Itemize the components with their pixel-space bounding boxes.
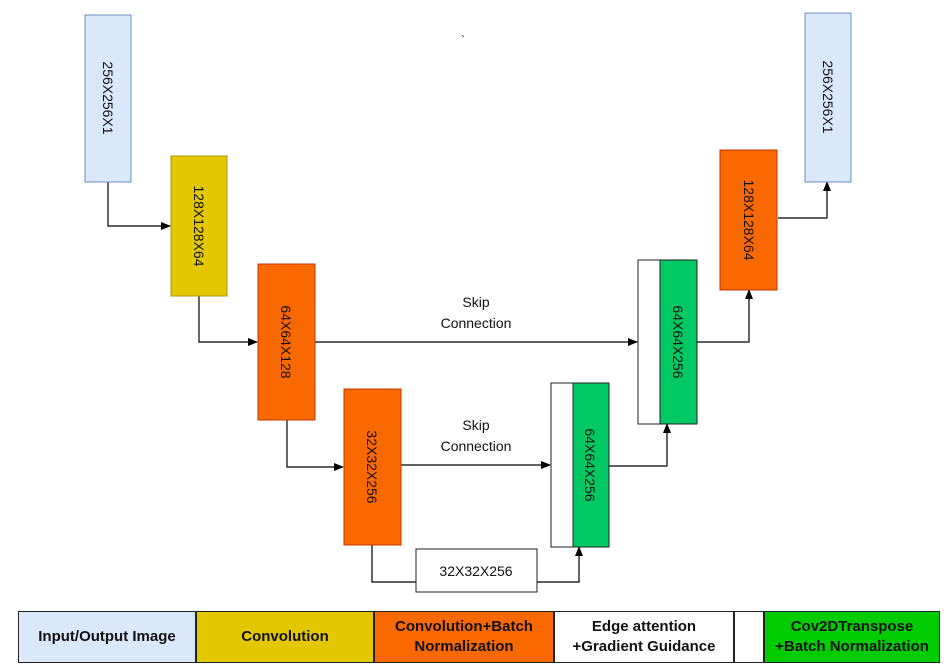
arrow-dec3-to-output <box>778 181 831 219</box>
unet-diagram: ` 256X256X1 128X128X64 64X64X128 32X32X2… <box>84 12 852 593</box>
legend-spacer <box>734 611 764 663</box>
input-block: 256X256X1 <box>84 14 132 183</box>
legend-io: Input/Output Image <box>18 611 196 663</box>
legend-edge-line2: +Gradient Guidance <box>572 638 716 655</box>
conv2-block: 64X64X128 <box>257 263 316 421</box>
conv1-block: 128X128X64 <box>170 155 228 297</box>
legend-edge: Edge attention +Gradient Guidance <box>554 611 734 663</box>
arrow-bottleneck-to-dec1 <box>537 546 583 583</box>
legend-conv: Convolution <box>196 611 374 663</box>
stray-mark: ` <box>461 33 465 47</box>
arrow-dec2-to-dec3 <box>697 289 753 343</box>
legend-deconv: Cov2DTranspose +Batch Normalization <box>764 611 940 663</box>
dec1-block-label: 64X64X256 <box>582 428 598 501</box>
legend-edge-line1: Edge attention <box>591 618 697 635</box>
arrow-conv3-to-bottleneck <box>371 545 416 583</box>
conv2-block-label: 64X64X128 <box>278 305 294 378</box>
dec2-block: 64X64X256 <box>637 259 698 425</box>
arrow-conv1-to-conv2 <box>198 296 258 346</box>
skip-label-lower-line2: Connection <box>441 438 512 454</box>
legend-convbn-line1: Convolution+Batch <box>395 618 533 635</box>
conv3-block-label: 32X32X256 <box>364 430 380 503</box>
bottleneck-block-label: 32X32X256 <box>439 563 512 579</box>
legend-conv-label: Convolution <box>241 628 329 645</box>
legend-convbn-line2: Normalization <box>414 638 514 655</box>
input-block-label: 256X256X1 <box>100 61 116 134</box>
conv3-block: 32X32X256 <box>343 388 402 546</box>
output-block-label: 256X256X1 <box>820 60 836 133</box>
legend-deconv-line1: Cov2DTranspose <box>790 618 914 635</box>
dec3-block-label: 128X128X64 <box>741 180 757 261</box>
legend-deconv-line2: +Batch Normalization <box>775 638 929 655</box>
legend-convbn: Convolution+Batch Normalization <box>374 611 554 663</box>
output-block: 256X256X1 <box>804 12 852 183</box>
skip-label-upper-line2: Connection <box>441 315 512 331</box>
skip-label-lower: Skip Connection <box>441 417 512 454</box>
dec2-block-label: 64X64X256 <box>670 305 686 378</box>
legend: Input/Output Image Convolution Convoluti… <box>18 611 940 665</box>
bottleneck-block: 32X32X256 <box>415 548 538 593</box>
arrow-input-to-conv1 <box>107 182 171 230</box>
arrow-dec1-to-dec2 <box>609 423 671 467</box>
skip-label-upper-line1: Skip <box>462 294 489 310</box>
dec1-block: 64X64X256 <box>550 382 610 548</box>
legend-io-label: Input/Output Image <box>38 628 176 645</box>
skip-label-lower-line1: Skip <box>462 417 489 433</box>
dec3-block: 128X128X64 <box>719 149 778 291</box>
connectors <box>107 181 831 583</box>
conv1-block-label: 128X128X64 <box>191 186 207 267</box>
skip-label-upper: Skip Connection <box>441 294 512 331</box>
arrow-conv2-to-conv3 <box>286 420 344 471</box>
